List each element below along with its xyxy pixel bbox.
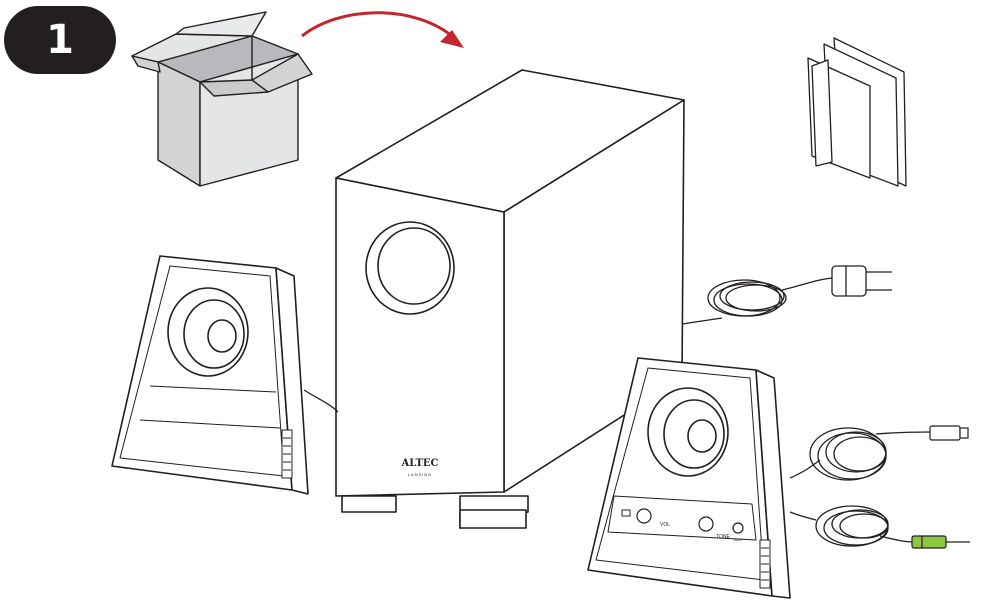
vol-label: VOL bbox=[660, 522, 670, 528]
ac-plug-icon bbox=[831, 265, 892, 297]
manual-booklet-icon bbox=[807, 37, 907, 187]
power-cable bbox=[681, 277, 837, 325]
right-satellite-speaker bbox=[587, 357, 791, 599]
step-badge: 1 bbox=[4, 6, 116, 74]
subwoofer-brand-sub: LANSING bbox=[408, 472, 433, 477]
subwoofer bbox=[335, 69, 685, 529]
audio-jack-icon bbox=[911, 535, 970, 549]
left-satellite-speaker bbox=[111, 255, 309, 495]
step-badge-background bbox=[4, 6, 116, 74]
subwoofer-brand-logo: ALTEC bbox=[401, 458, 439, 469]
aux-label: AUX bbox=[734, 537, 743, 542]
tone-label: TONE bbox=[716, 534, 730, 540]
curved-arrow-icon bbox=[301, 11, 464, 48]
connector-cable bbox=[789, 427, 933, 481]
left-speaker-cable bbox=[303, 389, 339, 413]
connector-plug-icon bbox=[929, 425, 969, 441]
open-box-icon bbox=[131, 11, 313, 187]
audio-cable bbox=[789, 505, 915, 547]
step-number: 1 bbox=[46, 17, 74, 63]
